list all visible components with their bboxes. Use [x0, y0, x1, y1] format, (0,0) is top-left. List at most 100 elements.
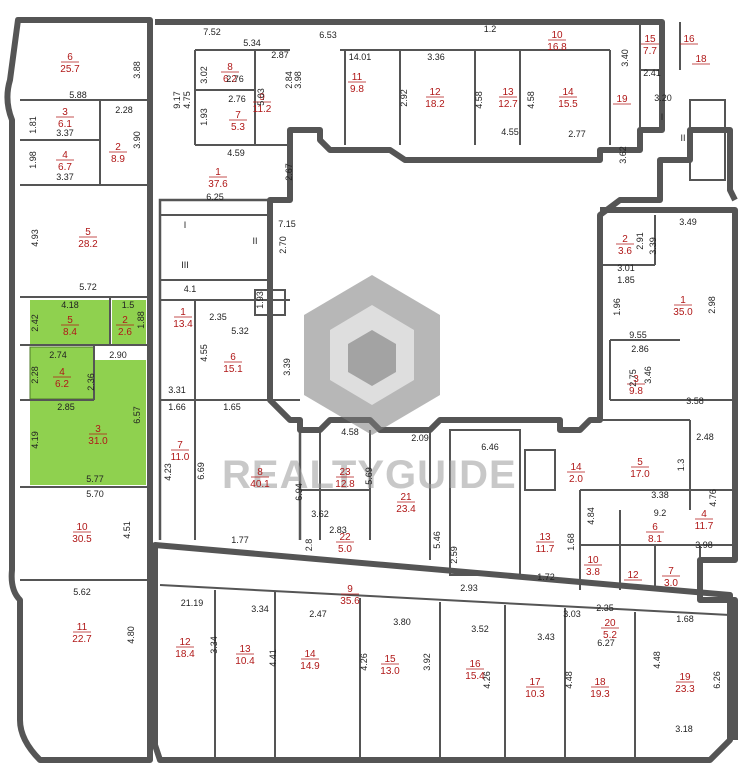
watermark-text: REALTYGUIDE: [222, 453, 517, 497]
room-area: 6.2: [223, 74, 237, 85]
room-area: 12.7: [498, 99, 518, 110]
room-label-19d: 19: [613, 94, 631, 105]
room-area: 31.0: [88, 436, 108, 447]
dimension-label: 1.72: [537, 572, 555, 582]
room-label-8c: 840.1: [250, 467, 270, 490]
dimension-label: 2.28: [115, 105, 133, 115]
room-number: 2: [115, 142, 121, 153]
room-area: 15.5: [558, 99, 578, 110]
room-number: 19: [616, 94, 628, 105]
dimension-label: 4.19: [30, 431, 40, 449]
dimension-label: 5.70: [86, 489, 104, 499]
room-area: 6.7: [58, 162, 72, 173]
partitions: [20, 22, 735, 760]
room-number: 5: [637, 457, 643, 468]
room-number: 8: [227, 62, 233, 73]
room-number: 7: [235, 110, 241, 121]
room-label-14e: 142.0: [567, 462, 585, 485]
stair-label: I: [661, 112, 664, 122]
dimension-label: 3.92: [422, 653, 432, 671]
dimension-label: 4.84: [586, 507, 596, 525]
room-area: 28.2: [78, 239, 98, 250]
dimension-label: 3.37: [56, 128, 74, 138]
room-number: 18: [695, 54, 707, 65]
room-label-8b: 86.2: [221, 62, 239, 85]
room-number: 19: [679, 672, 691, 683]
dimension-label: 2.70: [278, 236, 288, 254]
dimension-label: 2.42: [30, 314, 40, 332]
room-area: 17.0: [630, 469, 650, 480]
dimension-label: 2.47: [309, 609, 327, 619]
dimension-label: 5.69: [364, 467, 374, 485]
dimension-label: 3.58: [686, 396, 704, 406]
room-number: 1: [215, 167, 221, 178]
dimension-label: 3.62: [311, 509, 329, 519]
dimension-label: 5.03: [256, 88, 266, 106]
room-area: 35.6: [340, 596, 360, 607]
dimension-label: 3.18: [675, 724, 693, 734]
room-number: 15: [644, 34, 656, 45]
room-area: 18.2: [425, 99, 445, 110]
dimension-label: 2.91: [635, 232, 645, 250]
room-label-9c: 935.6: [340, 584, 360, 607]
dimension-label: 6.53: [319, 30, 337, 40]
stair-label: II: [680, 133, 685, 143]
highlight-room-5[interactable]: [30, 300, 110, 345]
room-area: 12.8: [335, 479, 355, 490]
room-number: 11: [77, 622, 88, 633]
dimension-label: 2.75: [628, 369, 638, 387]
dimension-label: 1.85: [617, 275, 635, 285]
dimension-label: 6.94: [294, 483, 304, 501]
dimension-label: 21.19: [181, 598, 204, 608]
room-area: 6.2: [55, 379, 69, 390]
room-area: 35.0: [673, 307, 693, 318]
dimension-label: 3.34: [251, 604, 269, 614]
room-number: 12: [179, 637, 191, 648]
room-area: 19.3: [590, 689, 610, 700]
dimension-label: 9.17: [172, 91, 182, 109]
dimension-label: 4.51: [122, 521, 132, 539]
dimension-label: 3.46: [643, 366, 653, 384]
dimension-label: 4.18: [61, 300, 79, 310]
dimension-label: 2.92: [399, 89, 409, 107]
room-number: 6: [230, 352, 236, 363]
room-area: 8.4: [63, 327, 77, 338]
room-area: 16.8: [547, 42, 567, 53]
dimension-label: 3.62: [618, 146, 628, 164]
dimension-label: 1.77: [231, 535, 249, 545]
room-number: 2: [122, 315, 128, 326]
dimension-label: 4.58: [526, 91, 536, 109]
stair-label: I: [184, 220, 187, 230]
dimension-label: 4.48: [652, 651, 662, 669]
dimension-label: 2.48: [696, 432, 714, 442]
room-number: 11: [352, 72, 363, 83]
dimension-label: 4.26: [359, 653, 369, 671]
room-number: 10: [76, 522, 88, 533]
room-number: 20: [604, 618, 616, 629]
dimension-label: 5.32: [231, 326, 249, 336]
dimension-label: 1.93: [199, 108, 209, 126]
dimension-labels: 5.882.283.371.811.983.373.883.904.935.72…: [28, 24, 722, 734]
dimension-label: 1.2: [484, 24, 497, 34]
dimension-label: 2.67: [284, 163, 294, 181]
dimension-label: 6.27: [597, 638, 615, 648]
room-area: 8.9: [111, 154, 125, 165]
room-number: 6: [652, 522, 658, 533]
room-number: 13: [539, 532, 551, 543]
room-label-22c: 225.0: [336, 532, 354, 555]
room-label-11d: 119.8: [348, 72, 366, 95]
highlight-room-2[interactable]: [112, 300, 146, 345]
room-number: 14: [304, 649, 316, 660]
room-number: 17: [529, 677, 541, 688]
room-area: 13.0: [380, 666, 400, 677]
dimension-label: 4.58: [341, 427, 359, 437]
dimension-label: 5.72: [79, 282, 97, 292]
room-number: 16: [469, 659, 481, 670]
